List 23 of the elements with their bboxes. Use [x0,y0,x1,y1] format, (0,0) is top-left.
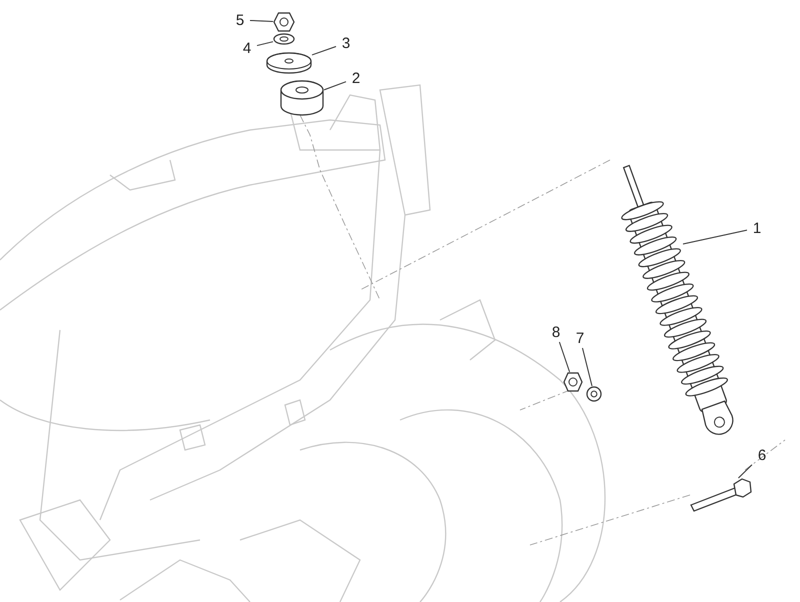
leader-line [738,464,752,478]
callout-number: 3 [336,33,356,53]
leader-line [250,20,274,22]
callout-number: 7 [570,328,590,348]
leader-line [256,41,274,46]
callout-number: 4 [237,38,257,58]
leader-line [312,46,336,56]
washer-drawing [586,386,602,402]
washer-drawing [273,33,295,45]
callout-number: 1 [747,218,767,238]
leader-line [582,348,592,386]
nut-drawing [563,372,583,392]
rubber-bushing-drawing [280,80,324,116]
callout-number: 8 [546,322,566,342]
leader-line [558,342,570,372]
callout-number: 6 [752,445,772,465]
nut-drawing [273,12,295,32]
bolt-drawing [690,478,752,512]
callout-number: 5 [230,10,250,30]
flat-washer-drawing [266,52,312,74]
leader-line [682,230,748,244]
leader-line [324,81,346,90]
callout-number: 2 [346,68,366,88]
